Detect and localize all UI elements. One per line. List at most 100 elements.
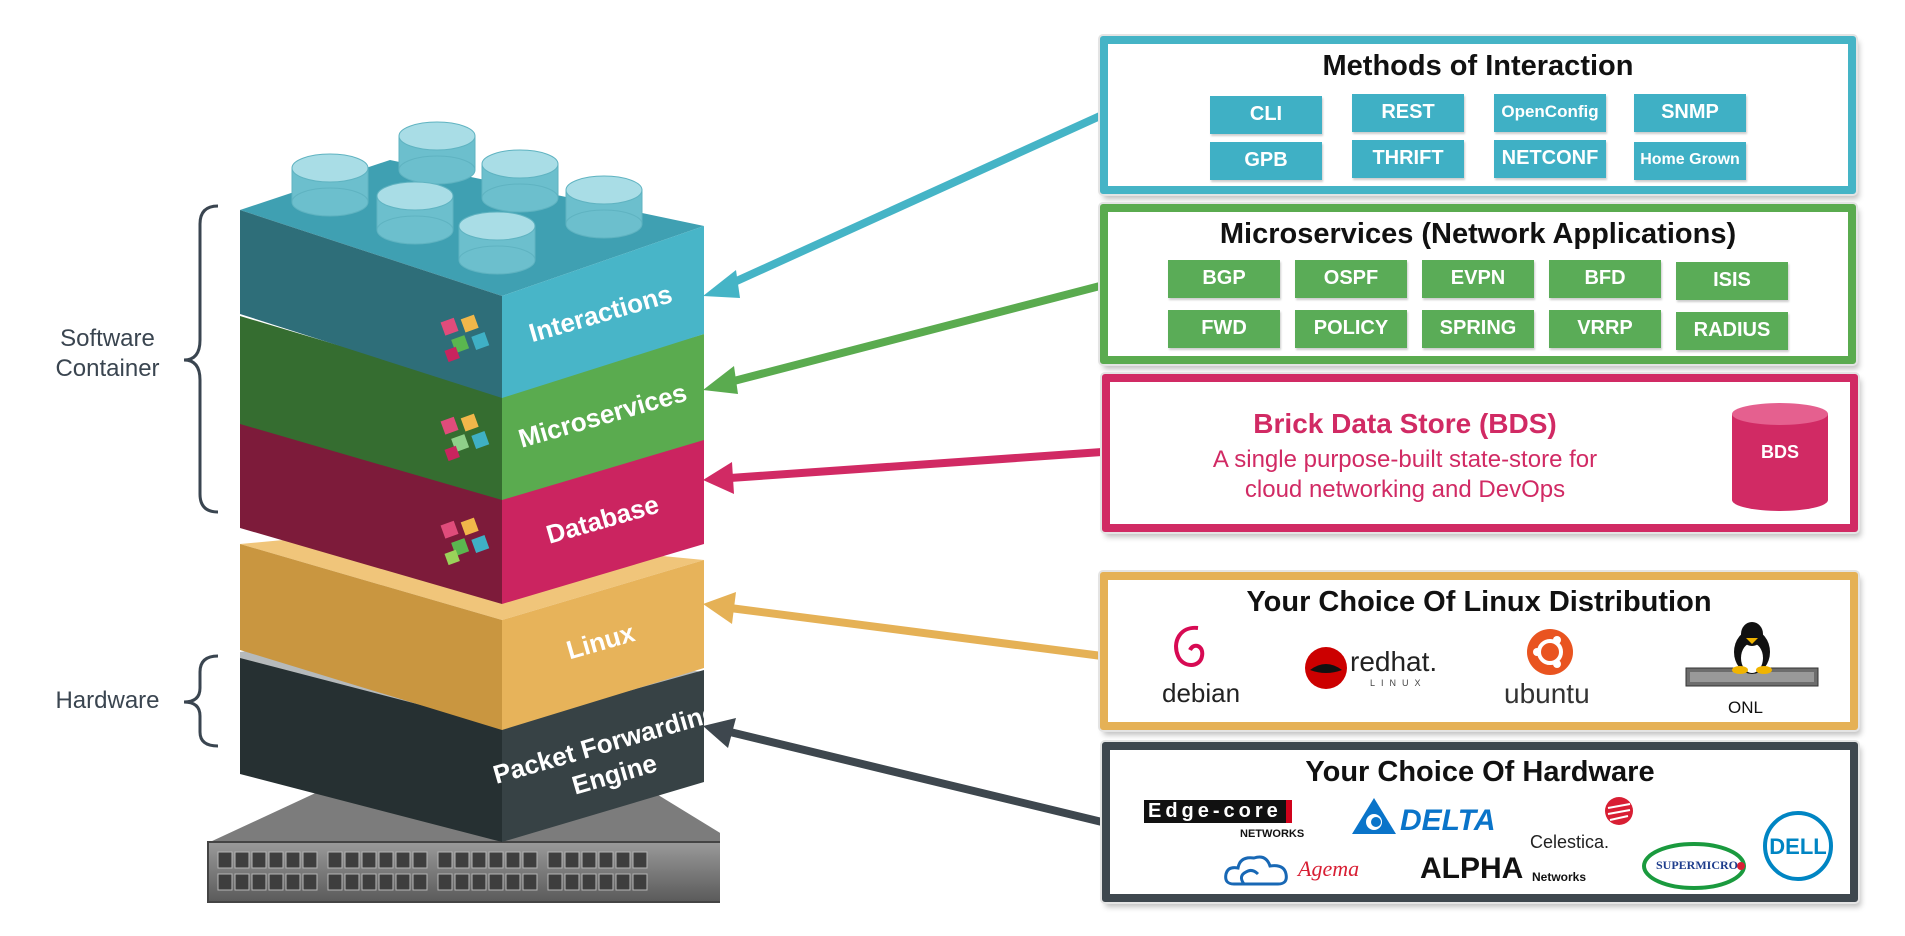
arrow-linux	[726, 604, 1106, 660]
bds-icon-label: BDS	[1760, 442, 1799, 462]
switch-port	[615, 851, 631, 869]
edgecore-logo-text: Edge-core	[1144, 800, 1292, 823]
onl-logo-text: ONL	[1728, 698, 1763, 717]
switch-port	[505, 851, 521, 869]
chip-spring: SPRING	[1422, 310, 1534, 348]
dell-circle-icon	[1763, 811, 1833, 881]
linux-distribution-title: Your Choice Of Linux Distribution	[1246, 586, 1712, 618]
hardware-label: Hardware	[55, 687, 160, 714]
switch-port	[471, 851, 487, 869]
switch-port	[234, 851, 250, 869]
switch-port	[395, 873, 411, 891]
stack-diagram: Interactions Microservices Database Linu…	[183, 121, 720, 903]
arrow-hardware	[726, 728, 1106, 826]
redhat-logo-subtext: LINUX	[1370, 678, 1427, 688]
switch-port	[615, 873, 631, 891]
chip-snmp: SNMP	[1634, 94, 1746, 132]
switch-port	[327, 851, 343, 869]
switch-port	[344, 873, 360, 891]
dell-logo-text: DELL	[1769, 834, 1827, 859]
chip-bfd: BFD	[1549, 260, 1661, 298]
chip-isis: ISIS	[1676, 262, 1788, 300]
arrow-database	[726, 448, 1106, 482]
edgecore-logo-subtext: NETWORKS	[1240, 828, 1305, 840]
delta-logo-text: DELTA	[1400, 804, 1496, 837]
chip-policy: POLICY	[1295, 310, 1407, 348]
switch-port	[268, 851, 284, 869]
switch-port	[564, 851, 580, 869]
bds-description-line2: cloud networking and DevOps	[1244, 476, 1566, 503]
microservices-panel: Microservices (Network Applications) BGP…	[1100, 204, 1856, 364]
switch-port	[234, 873, 250, 891]
switch-port	[437, 873, 453, 891]
database-cylinder-icon	[1732, 403, 1828, 511]
switch-port	[471, 873, 487, 891]
switch-port	[285, 851, 301, 869]
chip-bgp: BGP	[1168, 260, 1280, 298]
bds-description-line1: A single purpose-built state-store for	[1212, 446, 1598, 473]
software-container-label: Software Container	[55, 325, 160, 382]
debian-logo-text: debian	[1162, 678, 1241, 708]
brick-data-store-panel: Brick Data Store (BDS) A single purpose-…	[1102, 374, 1858, 532]
rtbrick-logo-microservices	[440, 413, 490, 462]
celestica-ball-icon	[1605, 797, 1633, 825]
layer-interactions	[240, 121, 704, 398]
chip-gpb: GPB	[1210, 142, 1322, 180]
switch-port	[251, 873, 267, 891]
celestica-logo-text: Celestica.	[1530, 832, 1610, 852]
supermicro-oval-icon	[1642, 842, 1746, 890]
switch-port	[285, 873, 301, 891]
switch-port	[522, 851, 538, 869]
ubuntu-circle-icon	[1527, 629, 1573, 675]
switch-port	[217, 873, 233, 891]
methods-of-interaction-panel: Methods of Interaction CLI REST OpenConf…	[1100, 36, 1856, 194]
layer-microservices	[240, 316, 704, 500]
ubuntu-logo-text: ubuntu	[1504, 678, 1590, 709]
chip-vrrp: VRRP	[1549, 310, 1661, 348]
switch-port	[547, 851, 563, 869]
switch-port	[454, 851, 470, 869]
switch-port	[361, 851, 377, 869]
switch-port	[522, 873, 538, 891]
chip-ospf: OSPF	[1295, 260, 1407, 298]
rtbrick-logo-interactions	[440, 314, 490, 363]
onl-tux-switch-icon	[1685, 622, 1819, 687]
switch-port	[395, 851, 411, 869]
switch-port	[412, 873, 428, 891]
switch-port	[251, 851, 267, 869]
chip-cli: CLI	[1210, 96, 1322, 134]
switch-port	[327, 873, 343, 891]
layer-database	[240, 418, 704, 604]
switch-port	[412, 851, 428, 869]
delta-triangle-icon	[1352, 798, 1396, 834]
arrow-interactions	[726, 112, 1104, 288]
agema-cloud-icon	[1224, 855, 1288, 886]
switch-port	[488, 851, 504, 869]
switch-port	[598, 851, 614, 869]
switch-port	[632, 873, 648, 891]
switch-port	[217, 851, 233, 869]
switch-port	[632, 851, 648, 869]
switch-port	[361, 873, 377, 891]
microservices-title: Microservices (Network Applications)	[1219, 218, 1737, 250]
switch-port	[268, 873, 284, 891]
alpha-logo-subtext: Networks	[1532, 870, 1587, 884]
debian-swirl-icon	[1174, 625, 1205, 667]
software-container-bracket	[183, 204, 219, 514]
switch-port	[437, 851, 453, 869]
chip-netconf: NETCONF	[1494, 140, 1606, 178]
chip-thrift: THRIFT	[1352, 140, 1464, 178]
chip-openconfig: OpenConfig	[1494, 94, 1606, 132]
switch-port	[302, 873, 318, 891]
switch-port	[378, 851, 394, 869]
redhat-hat-icon	[1305, 647, 1347, 689]
agema-logo-text: Agema	[1298, 856, 1360, 881]
switch-port	[581, 873, 597, 891]
lego-studs	[291, 121, 643, 275]
chip-fwd: FWD	[1168, 310, 1280, 348]
bds-title: Brick Data Store (BDS)	[1253, 408, 1557, 439]
switch-port	[454, 873, 470, 891]
redhat-logo-text: redhat.	[1350, 646, 1438, 677]
supermicro-logo-text: SUPERMICRO	[1656, 858, 1739, 872]
hardware-panel: Your Choice Of Hardware Edge-core NETWOR…	[1102, 742, 1858, 902]
